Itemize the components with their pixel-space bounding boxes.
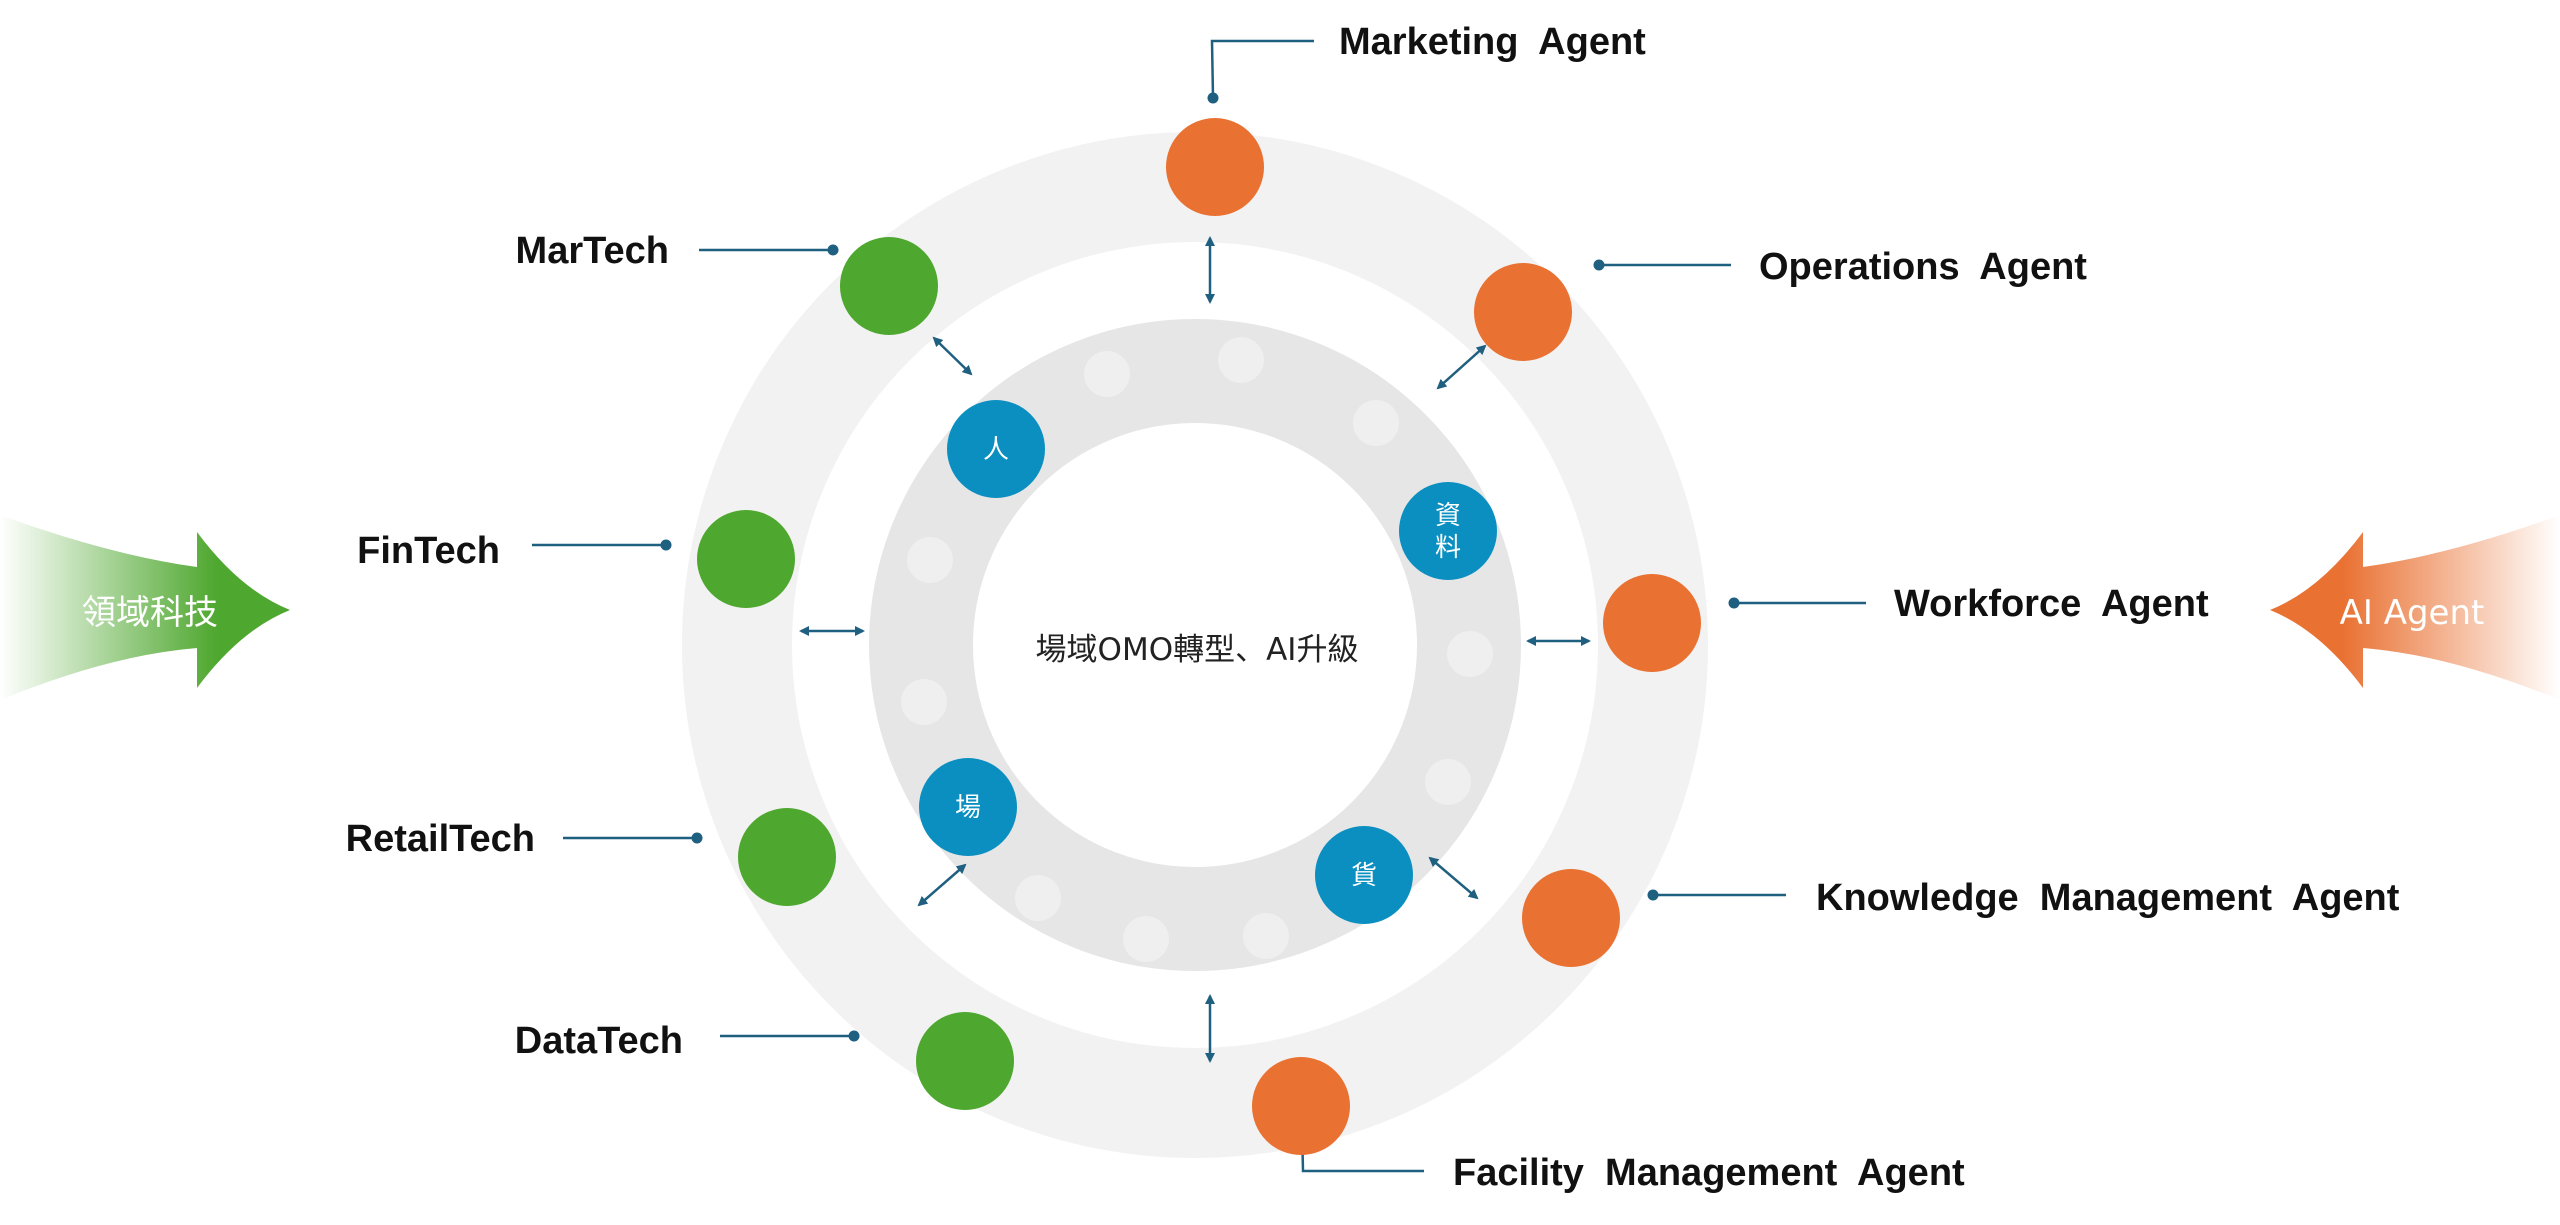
agent-node-3 <box>1603 574 1701 672</box>
datatech-connector-dot <box>848 1030 860 1042</box>
center-title: 場域OMO轉型、AI升級 <box>1036 632 1359 668</box>
bidirectional-arrow <box>917 863 967 907</box>
core-node-label: 料 <box>1435 533 1461 563</box>
facility-management-agent-label: Facility Management Agent <box>1453 1152 1965 1194</box>
datatech-label: DataTech <box>515 1020 683 1062</box>
tech-node-martech <box>840 237 938 335</box>
core-node-label: 人 <box>983 435 1009 465</box>
operations-agent-connector-dot <box>1593 259 1605 271</box>
knowledge-management-agent-label: Knowledge Management Agent <box>1816 877 2400 919</box>
tech-node-datatech <box>916 1012 1014 1110</box>
core-node <box>947 400 1045 498</box>
operations-agent-label: Operations Agent <box>1759 246 2087 288</box>
core-node-label: 場 <box>955 793 981 823</box>
ring-dot <box>1015 875 1061 921</box>
bidirectional-arrow <box>932 336 973 376</box>
ring-dot <box>907 537 953 583</box>
ring-dot <box>1243 913 1289 959</box>
ring-dot <box>1425 759 1471 805</box>
agent-node-1 <box>1166 118 1264 216</box>
marketing-agent-connector-dot <box>1207 92 1219 104</box>
ring-dot <box>1447 631 1493 677</box>
core-node-label: 貨 <box>1351 861 1377 891</box>
ring-dot <box>1218 337 1264 383</box>
fintech-label: FinTech <box>357 530 500 572</box>
domain-tech-label: 領域科技 <box>82 593 218 633</box>
ring-dot <box>1123 916 1169 962</box>
martech-connector-dot <box>827 244 839 256</box>
core-node <box>1399 482 1497 580</box>
domain-tech-arrow: 領域科技 <box>0 515 290 700</box>
ring-dot <box>1084 351 1130 397</box>
martech-label: MarTech <box>516 230 669 272</box>
bidirectional-arrow <box>1428 856 1479 900</box>
agent-node-4 <box>1522 869 1620 967</box>
core-node <box>919 758 1017 856</box>
marketing-agent-label: Marketing Agent <box>1339 21 1646 63</box>
workforce-agent-label: Workforce Agent <box>1894 583 2209 625</box>
workforce-agent-connector-dot <box>1728 597 1740 609</box>
tech-node-retailtech <box>738 808 836 906</box>
agent-node-2 <box>1474 263 1572 361</box>
core-node-label: 資 <box>1435 501 1461 531</box>
ai-agent-label: AI Agent <box>2340 593 2485 633</box>
ring-dot <box>1353 400 1399 446</box>
retailtech-label: RetailTech <box>346 818 535 860</box>
retailtech-connector-dot <box>691 832 703 844</box>
fintech-connector-dot <box>660 539 672 551</box>
ring-dot <box>901 679 947 725</box>
agent-node-5 <box>1252 1057 1350 1155</box>
knowledge-management-agent-connector-dot <box>1647 889 1659 901</box>
core-node <box>1315 826 1413 924</box>
tech-node-fintech <box>697 510 795 608</box>
ai-agent-arrow: AI Agent <box>2270 515 2560 700</box>
bidirectional-arrow <box>1436 344 1487 390</box>
marketing-agent-connector <box>1210 39 1314 99</box>
